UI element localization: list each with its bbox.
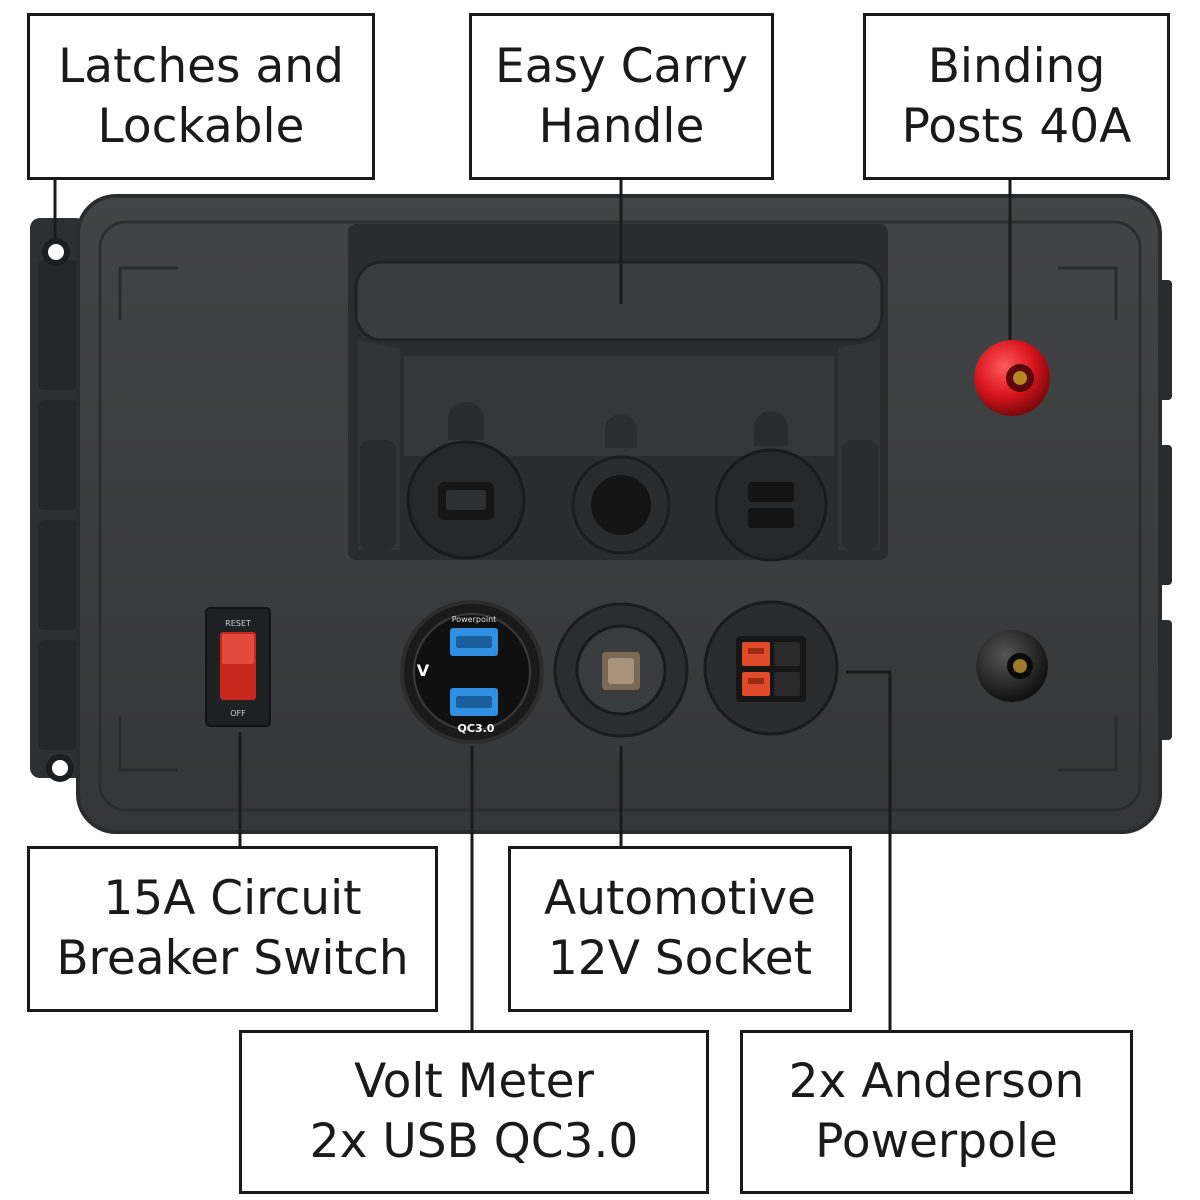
label-socket-line1: Automotive bbox=[544, 871, 816, 926]
label-usb-line1: Volt Meter bbox=[354, 1054, 594, 1109]
socket-cap bbox=[571, 414, 671, 555]
label-binding-line2: Posts 40A bbox=[901, 98, 1132, 154]
label-binding-line1: Binding bbox=[927, 38, 1106, 94]
label-latches-lockable: Latches and Lockable bbox=[27, 13, 375, 180]
usb-brand-text: Powerpoint bbox=[452, 615, 497, 624]
latch-strip bbox=[30, 218, 86, 782]
label-breaker-line1: 15A Circuit bbox=[103, 871, 362, 926]
volt-symbol: V bbox=[417, 661, 430, 680]
label-anderson-line2: Powerpole bbox=[815, 1114, 1058, 1169]
usb-cap bbox=[406, 402, 526, 560]
label-anderson-line1: 2x Anderson bbox=[788, 1054, 1085, 1109]
label-socket-line2: 12V Socket bbox=[547, 931, 813, 986]
label-latches-line1: Latches and bbox=[58, 38, 344, 94]
binding-post-red bbox=[974, 340, 1050, 416]
anderson-cap bbox=[714, 411, 828, 562]
label-easy-carry-handle: Easy Carry Handle bbox=[469, 13, 774, 180]
label-volt-meter-usb: Volt Meter 2x USB QC3.0 bbox=[239, 1030, 709, 1194]
anderson-powerpole bbox=[703, 600, 839, 736]
circuit-breaker-switch: RESET OFF bbox=[205, 607, 271, 727]
label-anderson-powerpole: 2x Anderson Powerpole bbox=[740, 1030, 1133, 1194]
binding-post-black bbox=[976, 630, 1048, 702]
label-circuit-breaker: 15A Circuit Breaker Switch bbox=[27, 846, 438, 1012]
label-binding-posts: Binding Posts 40A bbox=[863, 13, 1170, 180]
leader-anderson bbox=[846, 670, 892, 1030]
label-automotive-socket: Automotive 12V Socket bbox=[508, 846, 852, 1012]
usb-qc-text: QC3.0 bbox=[458, 722, 495, 735]
label-handle-line1: Easy Carry bbox=[495, 38, 748, 94]
usb-voltmeter-panel: V Powerpoint QC3.0 bbox=[400, 600, 544, 744]
leader-lines bbox=[53, 180, 1012, 1030]
label-breaker-line2: Breaker Switch bbox=[56, 931, 409, 986]
automotive-socket bbox=[553, 602, 689, 738]
breaker-off-text: OFF bbox=[230, 709, 246, 718]
label-handle-line2: Handle bbox=[538, 98, 705, 154]
label-usb-line2: 2x USB QC3.0 bbox=[309, 1114, 639, 1169]
label-latches-line2: Lockable bbox=[97, 98, 305, 154]
breaker-on-text: RESET bbox=[225, 619, 251, 628]
